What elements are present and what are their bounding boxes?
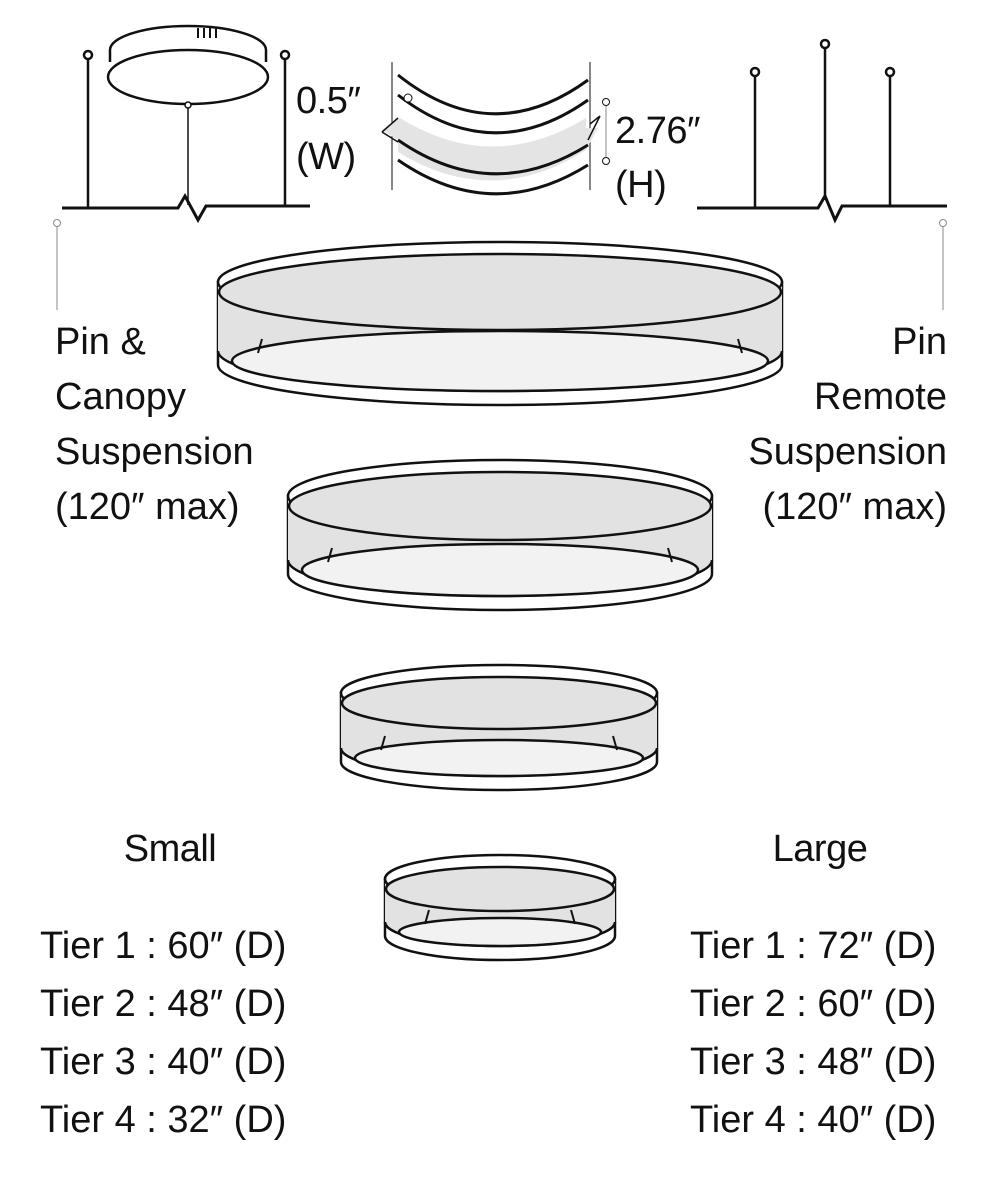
ring-tier-3 <box>339 663 659 792</box>
suspension-pin-icon <box>257 338 743 354</box>
pin-canopy-suspension-label: Pin & Canopy Suspension (120″ max) <box>55 315 254 535</box>
height-dimension-sub: (H) <box>615 164 667 206</box>
large-tier-1: Tier 1 : 72″ (D) <box>690 925 937 967</box>
ring-tier-2 <box>286 458 714 612</box>
small-tier-list: Tier 1 : 60″ (D) Tier 2 : 48″ (D) Tier 3… <box>40 917 286 1149</box>
small-tier-1: Tier 1 : 60″ (D) <box>40 925 287 967</box>
label-line: Pin <box>892 321 947 363</box>
suspension-pin-icon <box>327 547 673 563</box>
label-line: (120″ max) <box>762 486 947 528</box>
label-line: Canopy <box>55 376 186 418</box>
suspension-pin-icon <box>424 909 576 925</box>
large-tier-2: Tier 2 : 60″ (D) <box>690 983 937 1025</box>
width-dimension-label: 0.5″ <box>296 80 361 122</box>
pin-remote-suspension-label: Pin Remote Suspension (120″ max) <box>748 315 947 535</box>
profile-cross-section-illustration <box>381 62 610 196</box>
height-dimension-label: 2.76″ <box>615 110 700 152</box>
ring-tier-4 <box>383 853 617 962</box>
pin-canopy-suspension-illustration <box>53 24 310 310</box>
ring-tier-1 <box>216 240 784 407</box>
small-tier-2: Tier 2 : 48″ (D) <box>40 983 287 1025</box>
label-line: Remote <box>813 376 947 418</box>
large-tier-list: Tier 1 : 72″ (D) Tier 2 : 60″ (D) Tier 3… <box>690 917 936 1149</box>
pin-remote-suspension-illustration <box>697 38 947 310</box>
large-tier-3: Tier 3 : 48″ (D) <box>690 1041 937 1083</box>
large-tier-4: Tier 4 : 40″ (D) <box>690 1099 937 1141</box>
width-dimension-sub: (W) <box>296 136 356 178</box>
tiered-rings-illustration <box>216 240 784 962</box>
label-line: (120″ max) <box>55 486 240 528</box>
small-tier-4: Tier 4 : 32″ (D) <box>40 1099 287 1141</box>
small-size-title: Small <box>123 828 217 870</box>
label-line: Suspension <box>55 431 254 473</box>
large-size-title: Large <box>772 828 868 870</box>
label-line: Suspension <box>748 431 947 473</box>
small-tier-3: Tier 3 : 40″ (D) <box>40 1041 287 1083</box>
suspension-pin-icon <box>380 735 618 751</box>
label-line: Pin & <box>55 321 146 363</box>
